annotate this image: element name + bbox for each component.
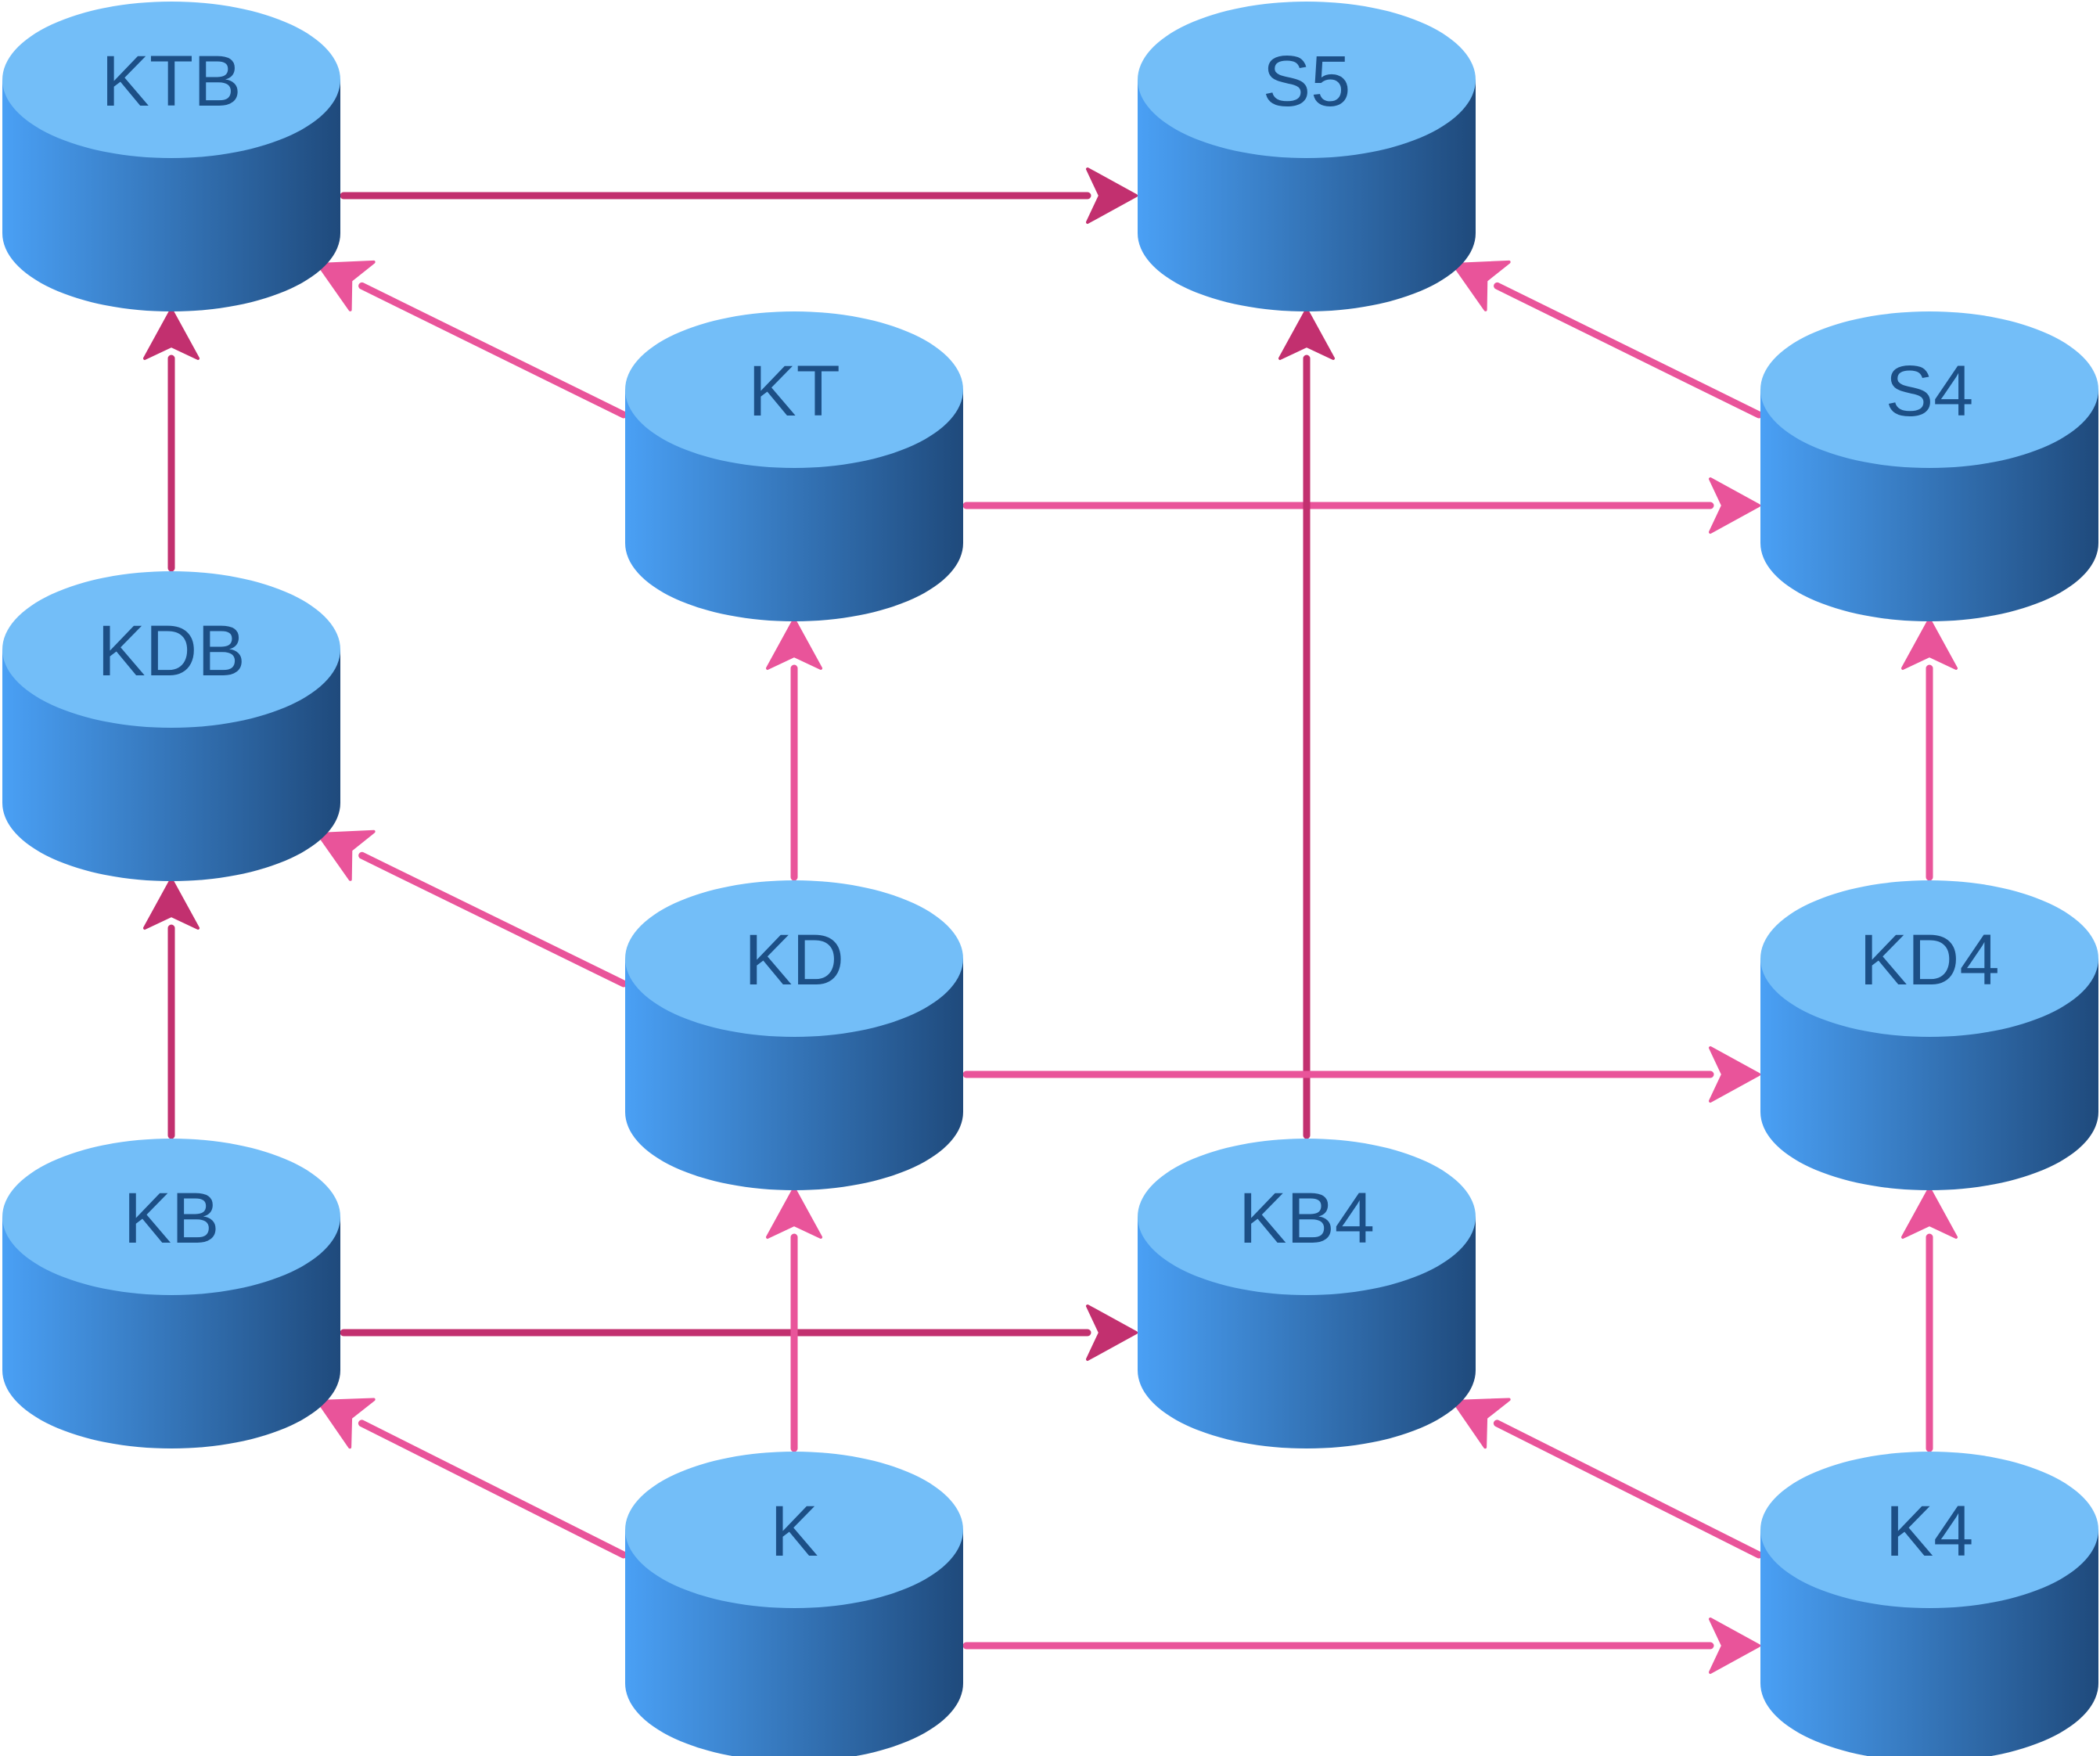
node-k4: K4 xyxy=(1760,1452,2098,1756)
arrowhead-icon xyxy=(1086,1304,1138,1361)
arrowhead-icon xyxy=(317,260,376,311)
edge-kdb-to-ktb xyxy=(143,308,200,572)
edge-line xyxy=(358,851,627,988)
arrowhead-icon xyxy=(1086,167,1138,224)
edge-k-to-kb xyxy=(317,1398,627,1559)
node-kb4: KB4 xyxy=(1138,1139,1476,1448)
cylinder-top xyxy=(1138,2,1476,158)
arrowhead-icon xyxy=(766,618,822,670)
cylinder-top xyxy=(1760,311,2098,468)
edge-kb4-to-s5 xyxy=(1278,308,1335,1139)
node-s5: S5 xyxy=(1138,2,1476,311)
node-kb: KB xyxy=(2,1139,340,1448)
node-kt: KT xyxy=(625,311,963,621)
node-label: KDB xyxy=(97,611,245,691)
node-k: K xyxy=(625,1452,963,1756)
node-label: KT xyxy=(748,351,840,431)
cylinder-top xyxy=(1760,880,2098,1037)
edge-kt-to-ktb xyxy=(317,260,627,419)
cylinder-top xyxy=(625,1452,963,1608)
arrowhead-icon xyxy=(317,829,376,881)
edge-kb-to-kb4 xyxy=(340,1304,1138,1361)
arrowhead-icon xyxy=(1901,618,1958,670)
arrowhead-icon xyxy=(1709,1617,1760,1674)
arrowhead-icon xyxy=(143,878,200,930)
node-label: S4 xyxy=(1886,351,1974,431)
arrowhead-icon xyxy=(1278,308,1335,360)
cylinder-top xyxy=(1760,1452,2098,1608)
node-label: KD4 xyxy=(1860,920,2000,1000)
arrowhead-icon xyxy=(1901,1187,1958,1239)
edge-line xyxy=(358,282,627,419)
node-kd: KD xyxy=(625,880,963,1190)
node-ktb: KTB xyxy=(2,2,340,311)
edge-k-to-k4 xyxy=(962,1617,1760,1674)
node-label: KB xyxy=(124,1178,220,1258)
arrowhead-icon xyxy=(766,1187,822,1239)
edge-line xyxy=(1494,282,1763,419)
arrowhead-icon xyxy=(1452,1398,1511,1449)
arrowhead-icon xyxy=(1709,1046,1760,1103)
edge-kd-to-kt xyxy=(766,618,822,881)
node-s4: S4 xyxy=(1760,311,2098,621)
node-kdb: KDB xyxy=(2,571,340,881)
edge-kb-to-kdb xyxy=(143,878,200,1139)
node-label: S5 xyxy=(1263,41,1351,121)
arrowhead-icon xyxy=(317,1398,376,1449)
edge-k-to-kd xyxy=(766,1187,822,1452)
cylinder-top xyxy=(2,571,340,728)
edge-k4-to-kd4 xyxy=(1901,1187,1958,1452)
node-label: K4 xyxy=(1886,1492,1974,1571)
node-label: K xyxy=(770,1492,818,1571)
cylinder-top xyxy=(625,311,963,468)
edge-line xyxy=(358,1420,627,1559)
edge-kt-to-s4 xyxy=(962,477,1760,534)
cylinder-top xyxy=(1138,1139,1476,1295)
node-kd4: KD4 xyxy=(1760,880,2098,1190)
cylinder-top xyxy=(2,1139,340,1295)
node-label: KB4 xyxy=(1239,1178,1375,1258)
edge-k4-to-kb4 xyxy=(1452,1398,1763,1559)
edge-s4-to-s5 xyxy=(1452,260,1763,419)
edges-layer xyxy=(143,167,1958,1674)
edge-line xyxy=(1493,1420,1763,1559)
cylinder-top xyxy=(625,880,963,1037)
edge-kd-to-kd4 xyxy=(962,1046,1760,1103)
arrowhead-icon xyxy=(1709,477,1760,534)
edge-ktb-to-s5 xyxy=(340,167,1138,224)
edge-kd-to-kdb xyxy=(317,829,627,988)
edge-kd4-to-s4 xyxy=(1901,618,1958,881)
arrowhead-icon xyxy=(1452,260,1511,311)
node-label: KD xyxy=(744,920,844,1000)
cylinder-top xyxy=(2,2,340,158)
arrowhead-icon xyxy=(143,308,200,360)
node-label: KTB xyxy=(102,41,242,121)
